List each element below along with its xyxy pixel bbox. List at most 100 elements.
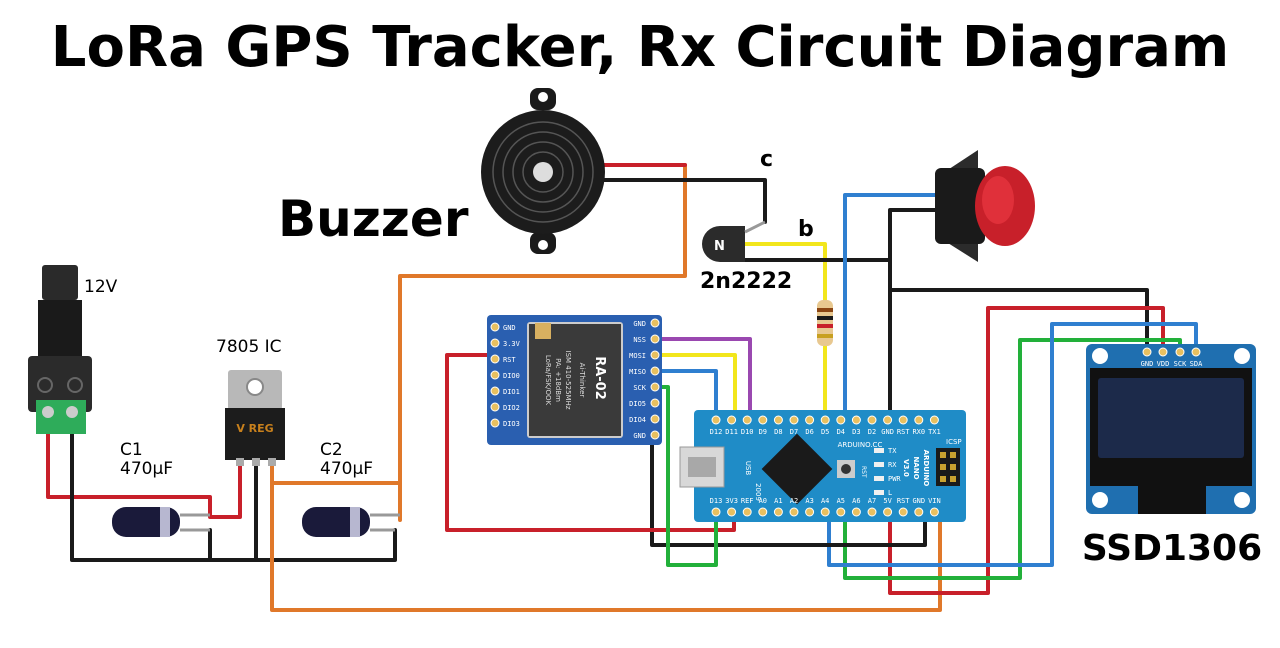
nano-pin-label: D5 (821, 428, 829, 436)
lora-pin-label: MOSI (629, 352, 646, 360)
nano-pin (929, 507, 939, 517)
nano-model-line2: NANO (912, 456, 920, 479)
lora-chip-line3: LoRa/FSK/OOK (544, 355, 552, 406)
oled-pin-label: VDD (1157, 360, 1170, 368)
wire-lora-miso-blue (653, 369, 718, 422)
lora-pin-label: DIO5 (629, 400, 646, 408)
nano-pin-label: A6 (852, 497, 860, 505)
nano-pin (883, 415, 893, 425)
nano-pin-label: D10 (741, 428, 754, 436)
lora-pin-label: GND (633, 432, 646, 440)
lora-pin (650, 350, 660, 360)
lora-name: RA-02 (592, 356, 607, 400)
lora-pin-label: DIO4 (629, 416, 646, 424)
wire-oled-sda-blue (827, 322, 1198, 567)
wire-gnd-black-main (70, 428, 397, 562)
lora-pin (650, 318, 660, 328)
lora-module: RA-02 Ai-Thinker ISM 410-525MHz PA: +18d… (487, 315, 662, 445)
lora-pin-label: DIO0 (503, 372, 520, 380)
nano-model-line1: ARDUINO (922, 450, 930, 487)
lora-pin (490, 354, 500, 364)
nano-rst-label: RST (860, 466, 867, 478)
nano-pin-label: TX1 (928, 428, 941, 436)
diagram-title: LoRa GPS Tracker, Rx Circuit Diagram (51, 15, 1229, 80)
lora-pin-label: 3.3V (503, 340, 521, 348)
oled-pin-label: GND (1141, 360, 1154, 368)
lora-pin-label: NSS (633, 336, 646, 344)
nano-pin-label: VIN (928, 497, 941, 505)
nano-pin-label: D2 (868, 428, 876, 436)
nano-pin-label: D4 (837, 428, 845, 436)
lora-pin (650, 334, 660, 344)
push-button (935, 150, 1035, 262)
buzzer: Buzzer (278, 88, 605, 254)
oled-pin (1191, 347, 1201, 357)
regulator-label: 7805 IC (216, 337, 282, 357)
lora-pin (650, 398, 660, 408)
lora-pin (650, 382, 660, 392)
wire-12v-red (46, 428, 242, 519)
lora-pin (650, 414, 660, 424)
nano-pin (711, 507, 721, 517)
nano-model-line3: V3.0 (902, 459, 910, 477)
nano-year: 2009 (754, 483, 762, 501)
nano-pin (805, 507, 815, 517)
nano-pin-label: D13 (710, 497, 723, 505)
nano-led-label: TX (888, 447, 897, 455)
oled-pin (1158, 347, 1168, 357)
lora-pin-label: DIO3 (503, 420, 520, 428)
capacitor-c1: C1 470µF (112, 440, 210, 537)
wire-gnd-nano-bottom (650, 433, 927, 547)
nano-pin-label: GND (881, 428, 894, 436)
oled-label: SSD1306 (1082, 528, 1262, 569)
nano-led (874, 448, 884, 453)
collector-label: c (760, 147, 773, 172)
base-label: b (798, 217, 814, 242)
lora-pin (490, 338, 500, 348)
nano-usb-label: USB (744, 461, 752, 476)
nano-led (874, 476, 884, 481)
nano-pin (914, 507, 924, 517)
wire-gnd-nano-top (888, 208, 942, 422)
lora-maker: Ai-Thinker (578, 363, 586, 398)
c1-name: C1 (120, 440, 143, 460)
transistor-marking: N (714, 239, 725, 254)
nano-pin (914, 415, 924, 425)
nano-pin (742, 507, 752, 517)
wire-buzzer-black (598, 178, 767, 224)
wire-button-blue (843, 193, 942, 422)
lora-pin-label: SCK (633, 384, 646, 392)
oled-pin-label: SDA (1190, 360, 1203, 368)
nano-pin (836, 415, 846, 425)
nano-pin-label: 3V3 (725, 497, 738, 505)
nano-pin-label: REF (741, 497, 754, 505)
nano-pin-label: A5 (837, 497, 845, 505)
nano-brand: ARDUINO.CC (838, 441, 883, 449)
nano-icsp-label: ICSP (946, 438, 962, 446)
nano-pin (773, 507, 783, 517)
nano-pin-label: RX0 (912, 428, 925, 436)
wire-lora-mosi-yellow (653, 353, 737, 422)
nano-pin (867, 415, 877, 425)
lora-pin-label: RST (503, 356, 516, 364)
capacitor-c2: C2 470µF (302, 440, 400, 537)
nano-pin (898, 507, 908, 517)
wire-oled-vdd-red (888, 306, 1165, 595)
nano-pin (898, 415, 908, 425)
wire-buzzer-plus-orange (398, 163, 687, 485)
nano-pin-label: A3 (805, 497, 813, 505)
lora-pin (650, 366, 660, 376)
wire-lora-3v3-red (445, 353, 736, 532)
nano-led (874, 490, 884, 495)
nano-pin (727, 415, 737, 425)
oled-pin (1142, 347, 1152, 357)
nano-pin (711, 415, 721, 425)
lora-pin (490, 370, 500, 380)
wire-oled-sck-green (843, 338, 1182, 580)
